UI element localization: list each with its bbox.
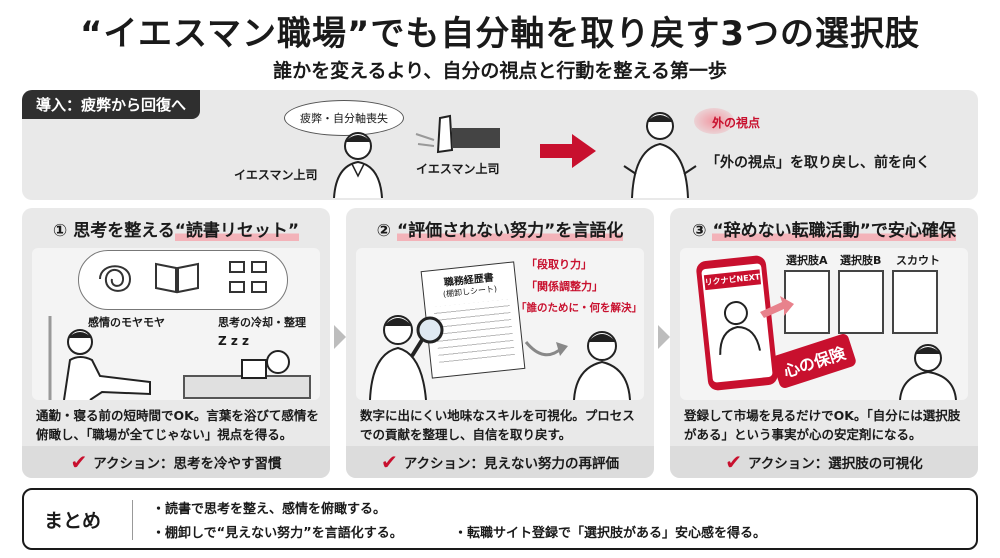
yesman-boss-label-right: イエスマン上司 (416, 162, 500, 176)
summary-box: まとめ ・読書で思考を整え、感情を俯瞰する。 ・棚卸しで“見えない努力”を言語化… (22, 488, 978, 550)
bed-reader-illustration (183, 350, 311, 399)
summary-divider (132, 500, 133, 540)
option-card-verbalize: ② “評価されない努力”を言語化 職務経歴書 (棚卸しシート) 「段取り力」 「… (346, 208, 654, 478)
option-b-label: 選択肢B (840, 254, 882, 267)
thought-bubble-text: 疲弊・自分軸喪失 (300, 112, 388, 125)
red-arrow-icon (760, 296, 794, 318)
scout-label: スカウト (896, 254, 940, 267)
stop-hand-icon (415, 114, 500, 154)
action-label: アクション：選択肢の可視化 (747, 456, 923, 472)
intro-label: 導入：疲弊から回復へ (22, 90, 201, 119)
person-with-magnifier-illustration (369, 315, 444, 400)
door-option-b (838, 270, 884, 334)
thought-bubble: 疲弊・自分軸喪失 (284, 100, 404, 136)
step-arrow-icon (658, 325, 670, 349)
card-title-highlight: “辞めない転職活動”で安心確保 (712, 221, 956, 241)
outside-view-label: 外の視点 (712, 116, 761, 130)
summary-line-job-search: ・転職サイト登録で「選択肢がある」安心感を得る。 (454, 526, 767, 541)
page-subtitle: 誰かを変えるより、自分の視点と行動を整える第一歩 (273, 60, 727, 82)
job-site-name: リクナビNEXT (703, 269, 762, 291)
phone-screen: リクナビNEXT (701, 263, 773, 383)
check-icon: ✔ (70, 450, 88, 474)
commuter-illustration (48, 316, 151, 400)
yesman-boss-label-left: イエスマン上司 (234, 168, 318, 182)
skill-tag-planning: 「段取り力」 (526, 258, 592, 271)
card-title-highlight: “読書リセット” (174, 221, 300, 241)
profile-person-icon (719, 301, 762, 355)
mental-insurance-label: 心の保険 (781, 343, 848, 382)
outside-view-glow (694, 108, 734, 134)
check-icon: ✔ (725, 450, 742, 474)
confident-person-illustration (573, 331, 631, 400)
job-search-scene-illustration: 選択肢A 選択肢B スカウト リクナビNEXT 心の保険 (680, 248, 968, 400)
scene-label-cooling: 思考の冷却・整理 (218, 316, 306, 329)
card-title-prefix: ① 思考を整える (52, 221, 175, 241)
action-label: アクション：見えない努力の再評価 (403, 456, 620, 472)
book-icon (155, 262, 199, 294)
smartphone: リクナビNEXT (695, 254, 779, 392)
reading-scene-illustration: 感情のモヤモヤ 思考の冷却・整理 Z z z (32, 248, 320, 400)
scene-label-emotion: 感情のモヤモヤ (88, 316, 165, 329)
tired-person-illustration (333, 132, 383, 198)
option-card-job-search: ③ “辞めない転職活動”で安心確保 選択肢A 選択肢B スカウト リクナビNEX… (670, 208, 978, 478)
curved-arrow-icon (524, 341, 568, 357)
summary-line-reading: ・読書で思考を整え、感情を俯瞰する。 (152, 502, 387, 517)
card-title: ③ “辞めない転職活動”で安心確保 (670, 216, 978, 241)
check-icon: ✔ (380, 450, 398, 474)
card-description: 通勤・寝る前の短時間でOK。言葉を浴びて感情を俯瞰し、「職場が全てじゃない」視点… (36, 408, 319, 442)
card-description: 登録して市場を見るだけでOK。「自分には選択肢がある」という事実が心の安定剤にな… (684, 408, 961, 442)
tangled-thoughts-icon (99, 265, 132, 292)
transition-arrow-icon (540, 134, 596, 168)
action-label: アクション：思考を冷やす習慣 (93, 456, 282, 472)
verbalize-scene-illustration: 職務経歴書 (棚卸しシート) 「段取り力」 「関係調整力」 「誰のために・何を解… (356, 248, 644, 400)
organized-blocks-icon (229, 261, 267, 293)
thinking-person-illustration (899, 344, 957, 400)
card-title: ① 思考を整える“読書リセット” (22, 216, 330, 241)
action-bar: ✔ アクション：見えない努力の再評価 (346, 446, 654, 478)
option-card-reading: ① 思考を整える“読書リセット” 感情のモヤモヤ 思考の冷却・整理 Z z z (22, 208, 330, 478)
action-bar: ✔ アクション：選択肢の可視化 (670, 446, 978, 478)
page-title: “イエスマン職場”でも自分軸を取り戻す3つの選択肢 (80, 14, 920, 54)
confident-person-illustration (623, 112, 697, 198)
mental-insurance-tag: 心の保険 (770, 332, 858, 390)
summary-line-verbalize: ・棚卸しで“見えない努力”を言語化する。 (152, 526, 403, 541)
card-title-highlight: “評価されない努力”を言語化 (396, 221, 624, 241)
intro-message: 「外の視点」を取り戻し、前を向く (706, 155, 930, 171)
step-arrow-icon (334, 325, 346, 349)
door-scout (892, 270, 938, 334)
action-bar: ✔ アクション：思考を冷やす習慣 (22, 446, 330, 478)
card-description: 数字に出にくい地味なスキルを可視化。プロセスでの貢献を整理し、自信を取り戻す。 (360, 408, 635, 442)
summary-label: まとめ (44, 510, 102, 532)
skill-tag-purpose: 「誰のために・何を解決」 (516, 302, 642, 314)
card-title-prefix: ② (376, 221, 397, 241)
option-a-label: 選択肢A (786, 254, 828, 267)
card-title-prefix: ③ (692, 221, 713, 241)
skill-tag-coordination: 「関係調整力」 (526, 280, 603, 293)
card-title: ② “評価されない努力”を言語化 (346, 216, 654, 241)
intro-panel: 導入：疲弊から回復へ 疲弊・自分軸喪失 イエスマン上司 イエスマン上司 外の視点… (22, 90, 978, 200)
sleep-zzz-label: Z z z (218, 334, 250, 348)
